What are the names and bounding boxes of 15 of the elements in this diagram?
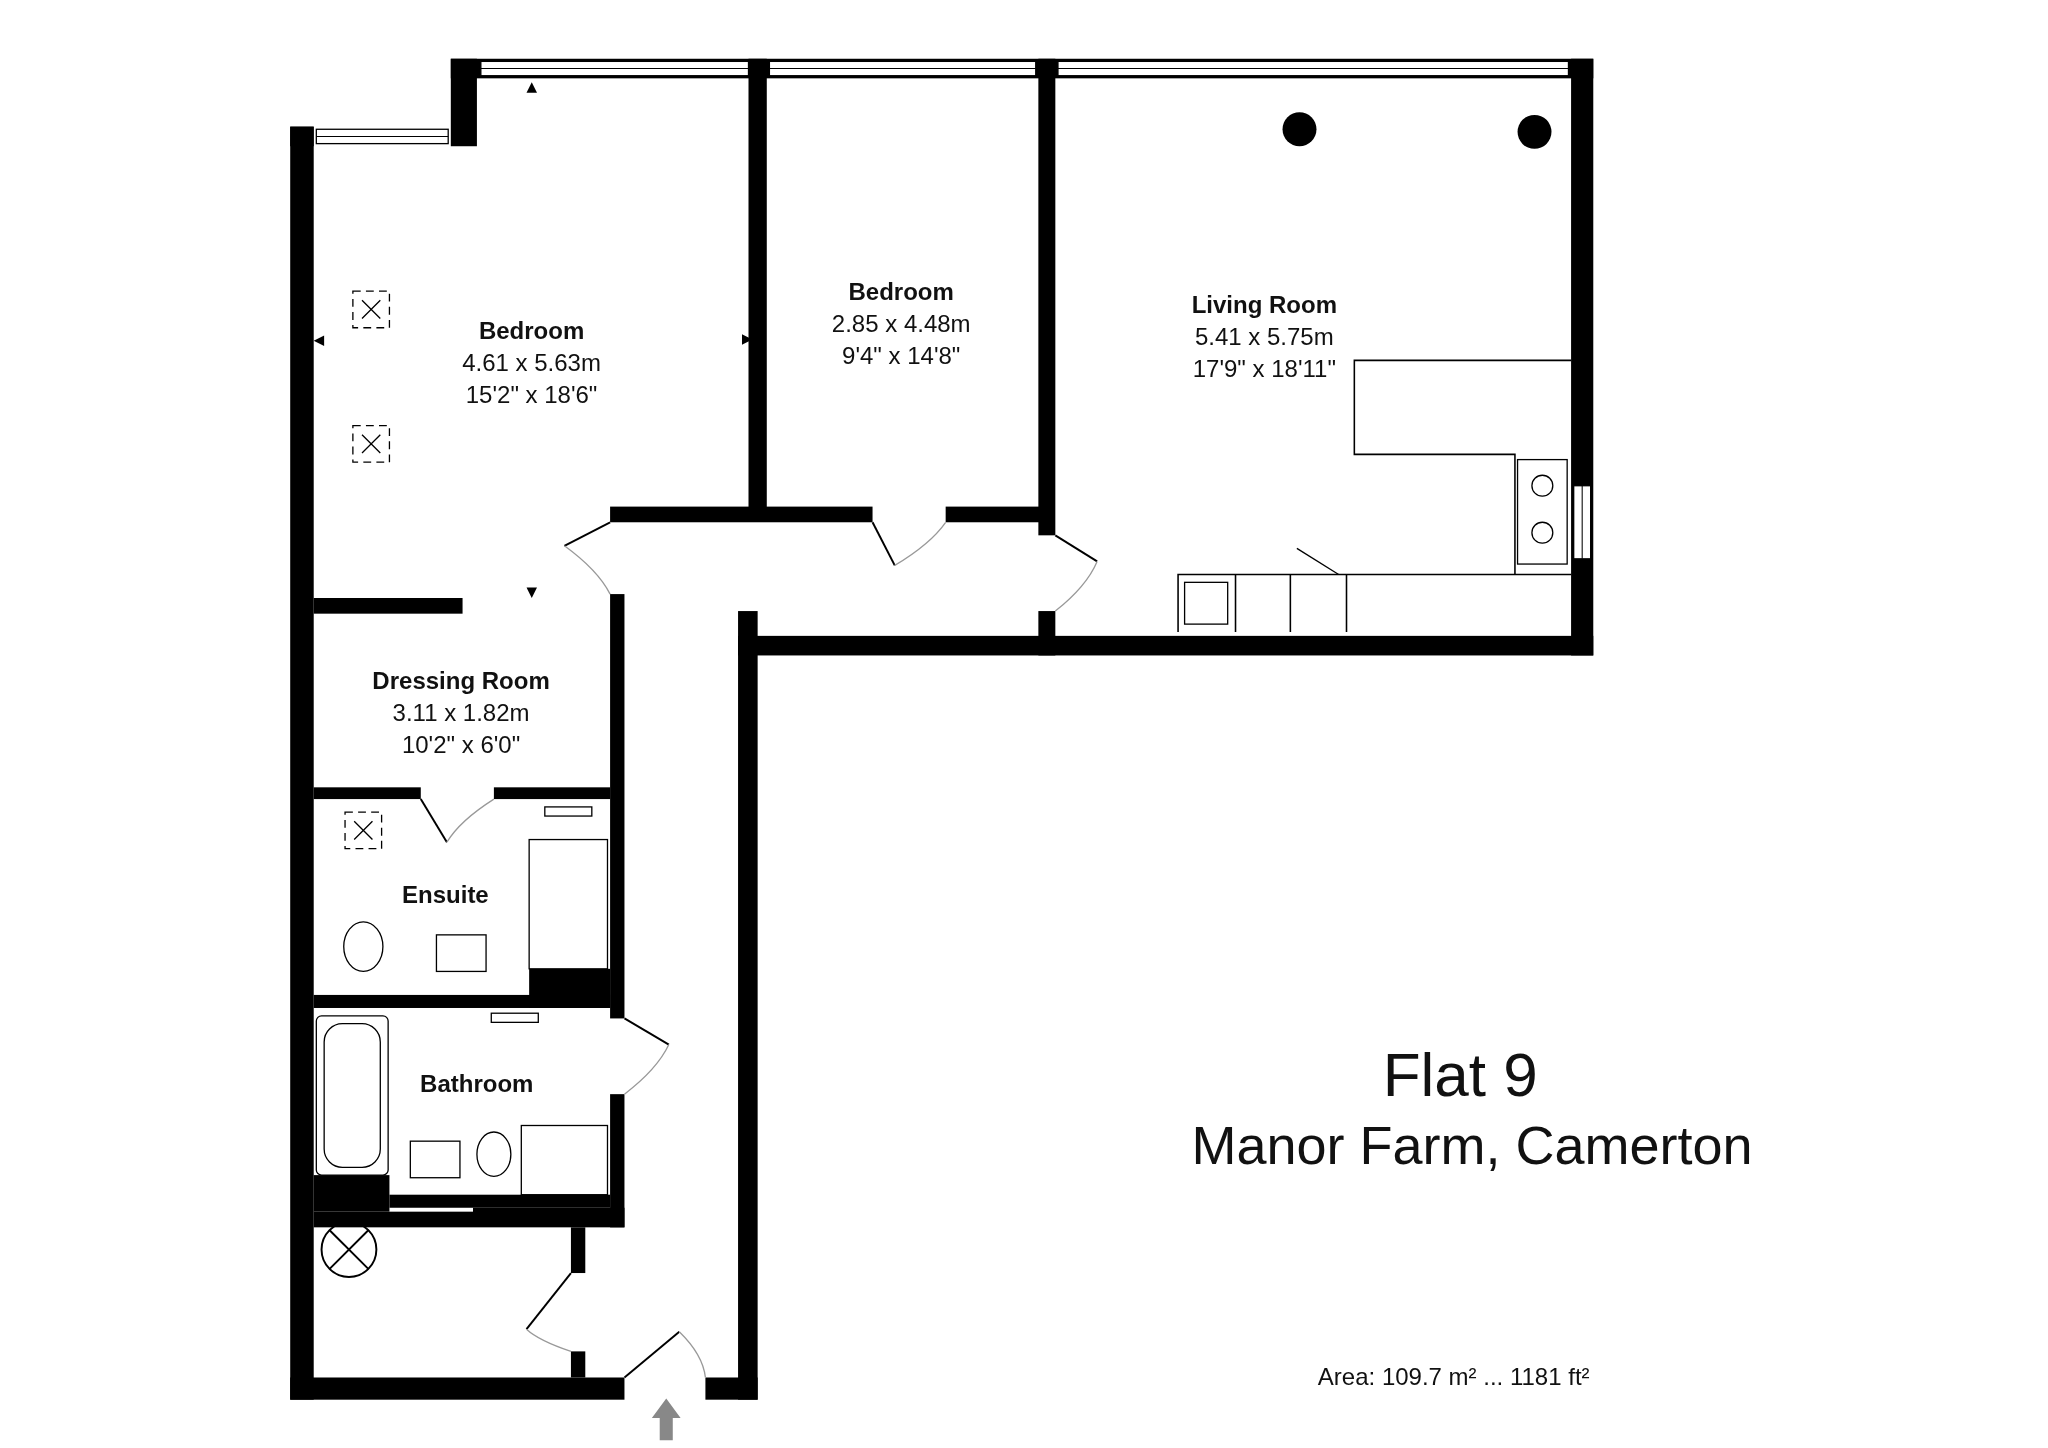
room-name: Bedroom [847,276,955,307]
room-dimensions: 9'4" x 14'8" [841,340,962,371]
room-name: Bedroom [477,316,586,347]
plan-title: Flat 9 [1382,1038,1538,1110]
room-name: Living Room [1191,289,1337,320]
room-name: Dressing Room [372,666,550,697]
room-dimensions: 15'2" x 18'6" [464,380,599,411]
room-dimensions: 3.11 x 1.82m [391,698,531,729]
area-note: Area: 109.7 m² ... 1181 ft² [1317,1362,1590,1391]
room-dimensions: 4.61 x 5.63m [462,348,601,379]
address-subtitle: Manor Farm, Camerton [1191,1114,1753,1177]
room-dimensions: 17'9" x 18'11" [1191,353,1337,384]
room-dimensions: 5.41 x 5.75m [1193,321,1335,352]
room-dimensions: 2.85 x 4.48m [831,308,971,339]
room-dimensions: 10'2" x 6'0" [400,730,522,761]
